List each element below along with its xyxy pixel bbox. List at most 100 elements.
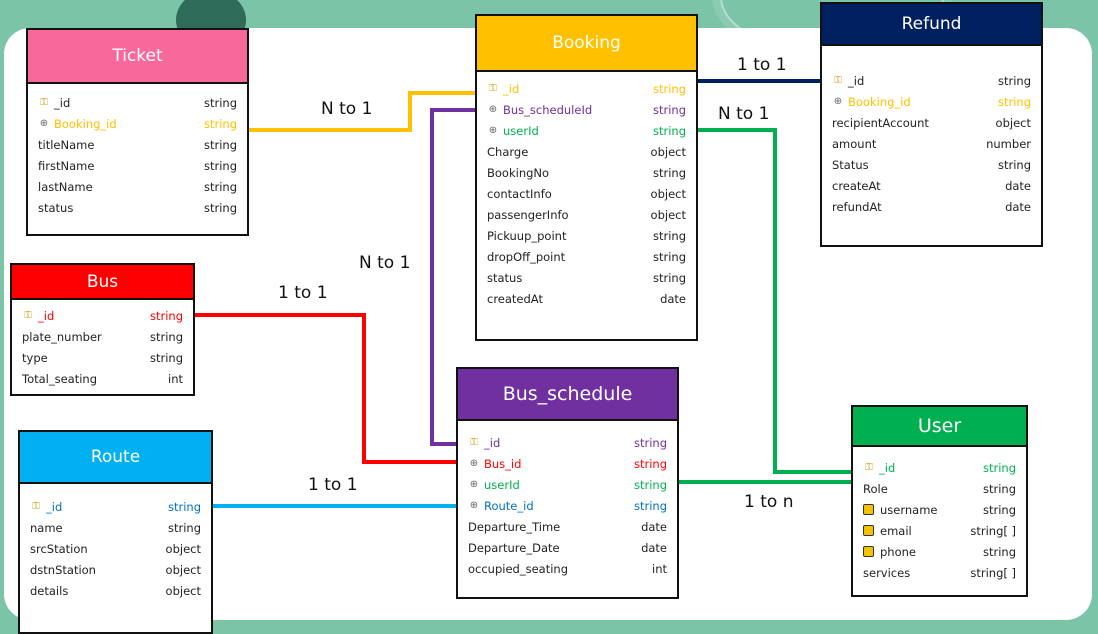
relation-label-bus-schedule: 1 to 1 — [278, 283, 328, 303]
link-booking-schedule — [430, 108, 477, 446]
field-name: createAt — [832, 179, 881, 193]
relation-label-booking-refund: 1 to 1 — [737, 55, 787, 75]
field-name: Pickuup_point — [487, 229, 566, 243]
field-type: string — [149, 308, 183, 323]
field-type: string — [203, 179, 237, 194]
field-name: srcStation — [30, 542, 88, 556]
field-name-text: userId — [484, 477, 520, 492]
user-icon — [863, 525, 874, 536]
link-icon: ⊕ — [39, 118, 49, 129]
field-name: titleName — [38, 138, 94, 152]
field-name-text: Charge — [487, 144, 529, 159]
key-icon: ⚿ — [865, 462, 873, 473]
field-name-text: phone — [880, 544, 916, 559]
field-type: string — [652, 165, 686, 180]
field-name-text: services — [863, 565, 911, 580]
field-name-text: plate_number — [22, 329, 102, 344]
field-row: phone string — [863, 541, 1016, 562]
user-icon — [863, 546, 874, 557]
field-type: string — [652, 81, 686, 96]
field-row: createAt date — [832, 175, 1031, 196]
field-name: ⚿_id — [832, 74, 864, 88]
field-name: amount — [832, 137, 876, 151]
field-name: passengerInfo — [487, 208, 569, 222]
field-type: string — [203, 200, 237, 215]
field-row: titleName string — [38, 134, 237, 155]
field-type: string — [652, 249, 686, 264]
key-icon: ⚿ — [470, 437, 478, 448]
field-name: dstnStation — [30, 563, 96, 577]
key-icon: ⚿ — [489, 83, 497, 94]
field-name-text: Pickuup_point — [487, 228, 567, 243]
field-name: phone — [863, 545, 916, 559]
field-type: string — [203, 137, 237, 152]
field-name: ⚿ _id — [468, 436, 500, 450]
field-type: string — [997, 157, 1031, 172]
field-name-text: contactInfo — [487, 186, 552, 201]
field-name: username — [863, 503, 938, 517]
field-name-text: titleName — [38, 137, 95, 152]
entity-title: Booking — [477, 16, 696, 72]
field-name-text: BookingNo — [487, 165, 550, 180]
field-name: status — [38, 201, 73, 215]
field-row: Role string — [863, 478, 1016, 499]
field-name-text: _id — [484, 435, 501, 450]
key-icon: ⚿ — [40, 97, 48, 108]
key-icon: ⚿ — [24, 310, 32, 321]
field-row: BookingNo string — [487, 162, 686, 183]
field-name: details — [30, 584, 68, 598]
field-name: firstName — [38, 159, 94, 173]
field-type: string — [982, 544, 1016, 559]
field-name: ⊕ userId — [487, 124, 539, 138]
field-name-text: userId — [503, 123, 539, 138]
relation-label-route-schedule: 1 to 1 — [308, 475, 358, 495]
field-name: type — [22, 351, 48, 365]
field-type: object — [650, 207, 686, 222]
field-type: date — [660, 291, 686, 306]
field-type: string — [652, 123, 686, 138]
field-name-text: Role — [863, 481, 888, 496]
field-type: string — [982, 481, 1016, 496]
field-name: ⊕ userId — [468, 478, 520, 492]
field-name-text: _id — [879, 460, 896, 475]
entity-title: Bus — [12, 265, 193, 300]
field-name: ⚿_id — [487, 82, 519, 96]
field-name-text: createAt — [832, 178, 881, 193]
link-icon: ⊕ — [488, 125, 498, 136]
entity-title: User — [853, 407, 1026, 447]
field-type: int — [652, 561, 667, 576]
field-name-text: Status — [832, 157, 869, 172]
field-name: services — [863, 566, 910, 580]
user-icon — [863, 504, 874, 515]
field-type: date — [1005, 178, 1031, 193]
field-name: Status — [832, 158, 869, 172]
field-type: date — [1005, 199, 1031, 214]
field-name-text: amount — [832, 136, 877, 151]
relation-label-ticket-booking: N to 1 — [321, 99, 373, 119]
field-name-text: refundAt — [832, 199, 882, 214]
link-icon: ⊕ — [469, 479, 479, 490]
field-type: object — [165, 583, 201, 598]
field-name-text: Bus_id — [484, 456, 522, 471]
entity-title-text: User — [917, 415, 962, 437]
